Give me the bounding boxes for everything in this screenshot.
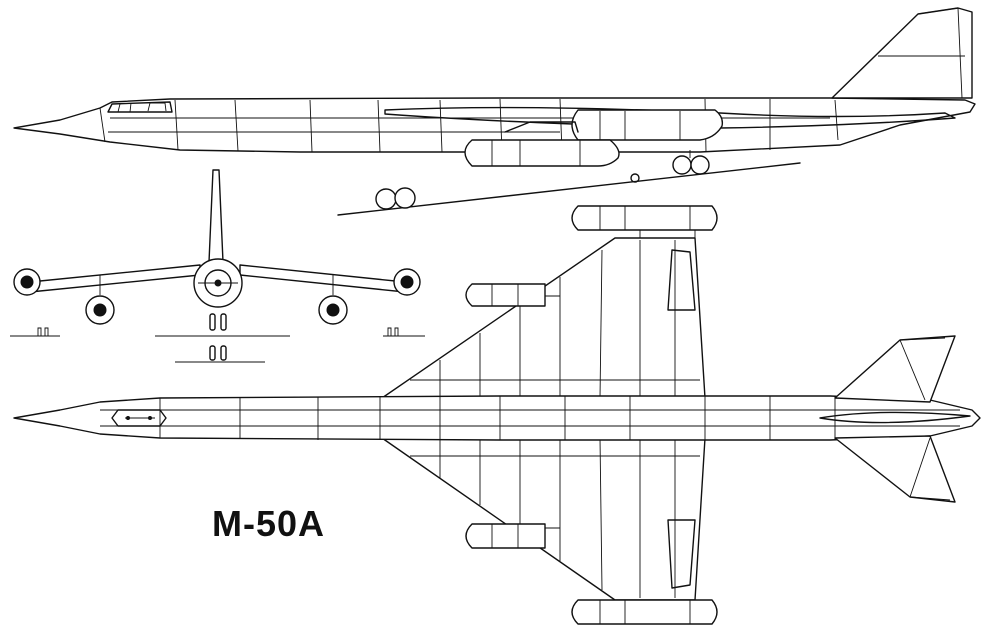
aircraft-designation-label: M-50A xyxy=(212,503,326,544)
side-view xyxy=(14,8,975,215)
side-engine-lower xyxy=(465,140,619,166)
ground-wheel-1 xyxy=(376,189,396,209)
top-cockpit xyxy=(112,410,166,426)
top-tailplane-lower xyxy=(835,436,955,502)
ground-wheel-2 xyxy=(395,188,415,208)
top-view xyxy=(14,206,980,624)
front-wing-right xyxy=(240,265,405,292)
top-wing-upper xyxy=(382,238,705,398)
side-engine-upper xyxy=(572,110,722,140)
side-tail-fin xyxy=(832,8,972,98)
side-main-gear-wheel-2 xyxy=(691,156,709,174)
side-ground-line xyxy=(338,163,800,215)
top-tailplane-upper xyxy=(835,336,955,402)
top-engine-inner-lower xyxy=(466,524,545,548)
side-main-gear-wheel-1 xyxy=(673,156,691,174)
front-tail-fin xyxy=(209,170,223,262)
top-wing-lower xyxy=(382,438,705,600)
top-engine-tip-lower xyxy=(572,600,717,624)
front-view xyxy=(10,170,425,362)
top-engine-inner-upper xyxy=(466,284,545,306)
top-engine-tip-upper xyxy=(572,206,717,230)
side-fuselage xyxy=(14,98,975,152)
side-cockpit xyxy=(108,102,172,112)
top-fuselage xyxy=(14,396,980,440)
front-wing-left xyxy=(30,265,200,292)
